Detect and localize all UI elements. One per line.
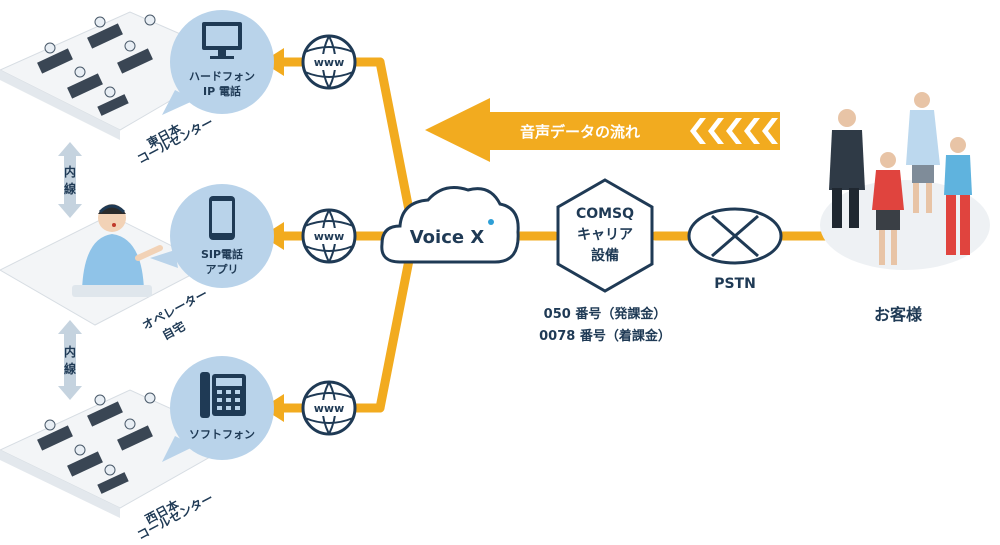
customer-woman-3 bbox=[944, 137, 972, 255]
extension-arrow-bottom: 内 線 bbox=[58, 320, 82, 400]
extension-char2-bottom: 線 bbox=[64, 361, 76, 376]
carrier-line2: キャリア bbox=[577, 227, 633, 243]
headset-icon bbox=[98, 204, 126, 214]
home-operator bbox=[0, 204, 212, 326]
customers-label: お客様 bbox=[874, 305, 923, 324]
softphone-bubble: ソフトフォン bbox=[162, 356, 274, 462]
extension-arrow-top: 内 線 bbox=[58, 142, 82, 218]
extension-char1-top: 内 bbox=[64, 164, 76, 179]
operator-body bbox=[82, 234, 144, 290]
customer-woman-2 bbox=[872, 152, 904, 265]
www-label-middle: www bbox=[314, 230, 345, 243]
customers-group bbox=[820, 92, 990, 270]
west-desks bbox=[37, 401, 153, 494]
hardphone-label-line2: IP 電話 bbox=[203, 84, 241, 98]
voicex-logo-text: Voice X bbox=[410, 227, 485, 248]
voicex-cloud: Voice X bbox=[380, 186, 520, 264]
carrier-line3: 設備 bbox=[591, 247, 619, 264]
west-operators bbox=[44, 392, 156, 476]
www-globe-bottom: www bbox=[301, 380, 357, 436]
desk-phone-icon bbox=[200, 372, 246, 418]
flow-label: 音声データの流れ bbox=[520, 123, 640, 141]
carrier-line1: COMSQ bbox=[576, 206, 634, 222]
line-fork-to-voicex-bottom bbox=[375, 250, 415, 413]
hardphone-label-line1: ハードフォン bbox=[189, 70, 255, 83]
sip-label-line1: SIP電話 bbox=[201, 247, 243, 261]
voice-flow-arrow: 音声データの流れ bbox=[425, 98, 780, 162]
customer-man bbox=[829, 109, 865, 228]
softphone-label: ソフトフォン bbox=[189, 428, 255, 441]
line-fork-to-voicex-top bbox=[375, 57, 415, 220]
customer-woman-1 bbox=[906, 92, 940, 213]
numbers-line2: 0078 番号（着課金） bbox=[539, 328, 671, 344]
numbers-line1: 050 番号（発課金） bbox=[544, 306, 667, 322]
voicex-logo-dot bbox=[488, 219, 494, 225]
pstn-label: PSTN bbox=[714, 276, 756, 292]
sip-app-bubble: SIP電話 アプリ bbox=[150, 184, 274, 288]
sip-label-line2: アプリ bbox=[206, 262, 239, 276]
www-label-bottom: www bbox=[314, 402, 345, 415]
flow-chevrons bbox=[690, 118, 778, 144]
east-desks bbox=[37, 23, 153, 116]
www-globe-middle: www bbox=[301, 208, 357, 264]
east-operators bbox=[44, 14, 156, 98]
www-label-top: www bbox=[314, 56, 345, 69]
carrier-hexagon: COMSQ キャリア 設備 bbox=[556, 178, 654, 293]
pstn-switch-icon bbox=[687, 207, 783, 265]
hardphone-bubble: ハードフォン IP 電話 bbox=[162, 10, 274, 115]
smartphone-icon bbox=[209, 196, 235, 240]
extension-char2-top: 線 bbox=[64, 181, 76, 196]
www-globe-top: www bbox=[301, 34, 357, 90]
monitor-icon bbox=[202, 22, 242, 59]
extension-char1-bottom: 内 bbox=[64, 344, 76, 359]
